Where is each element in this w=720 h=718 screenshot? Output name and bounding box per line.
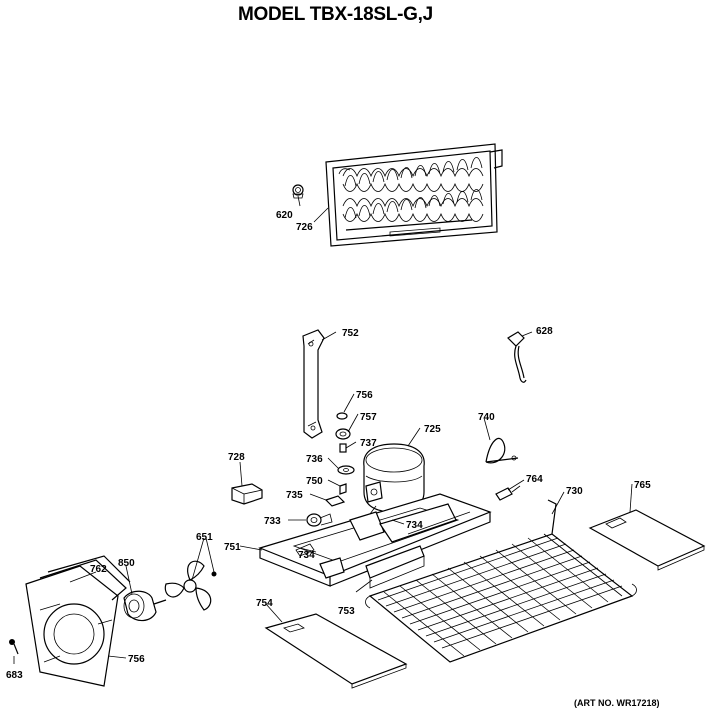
fan-motor-850[interactable] xyxy=(123,590,167,622)
grommet-stack[interactable] xyxy=(335,412,355,475)
label-850: 850 xyxy=(118,558,135,569)
label-728: 728 xyxy=(228,452,245,463)
bracket-735[interactable] xyxy=(324,495,346,507)
clip-740[interactable] xyxy=(485,438,519,464)
label-751: 751 xyxy=(224,542,241,553)
fan-blade-651[interactable] xyxy=(164,560,217,611)
part-labels: 620 726 752 628 756 757 725 737 740 736 … xyxy=(6,210,651,681)
label-752: 752 xyxy=(342,328,359,339)
label-737: 737 xyxy=(360,438,377,449)
label-740: 740 xyxy=(478,412,495,423)
art-number: (ART NO. WR17218) xyxy=(574,698,660,708)
label-757: 757 xyxy=(360,412,377,423)
screw-750[interactable] xyxy=(339,483,347,495)
label-765: 765 xyxy=(634,480,651,491)
label-735: 735 xyxy=(286,490,303,501)
plate-765[interactable] xyxy=(588,509,706,571)
harness-628[interactable] xyxy=(507,331,527,383)
screw-683[interactable] xyxy=(9,639,19,655)
condenser-grid-730[interactable] xyxy=(365,499,637,663)
grommet-620[interactable] xyxy=(292,184,304,199)
base-pan-751[interactable] xyxy=(258,493,492,587)
label-750: 750 xyxy=(306,476,323,487)
label-620: 620 xyxy=(276,210,293,221)
label-683: 683 xyxy=(6,670,23,681)
label-754: 754 xyxy=(256,598,273,609)
fitting-764[interactable] xyxy=(495,485,521,501)
bracket-752[interactable] xyxy=(302,329,325,439)
spring-733[interactable] xyxy=(306,513,333,527)
condenser-coil-726[interactable] xyxy=(325,143,503,247)
label-762: 762 xyxy=(90,564,107,575)
label-756-top: 756 xyxy=(356,390,373,401)
leader-lines xyxy=(13,195,633,664)
label-628: 628 xyxy=(536,326,553,337)
label-756-bottom: 756 xyxy=(128,654,145,665)
fan-shroud-756[interactable] xyxy=(25,555,131,687)
label-736: 736 xyxy=(306,454,323,465)
label-734-left: 734 xyxy=(298,550,315,561)
relay-728[interactable] xyxy=(231,483,263,505)
label-753: 753 xyxy=(338,606,355,617)
model-title: MODEL TBX-18SL-G,J xyxy=(238,4,433,25)
label-725: 725 xyxy=(424,424,441,435)
label-726: 726 xyxy=(296,222,313,233)
label-734-right: 734 xyxy=(406,520,423,531)
rail-753[interactable] xyxy=(365,545,425,589)
label-733: 733 xyxy=(264,516,281,527)
plate-754[interactable] xyxy=(264,613,408,689)
label-764: 764 xyxy=(526,474,543,485)
label-730: 730 xyxy=(566,486,583,497)
label-651: 651 xyxy=(196,532,213,543)
